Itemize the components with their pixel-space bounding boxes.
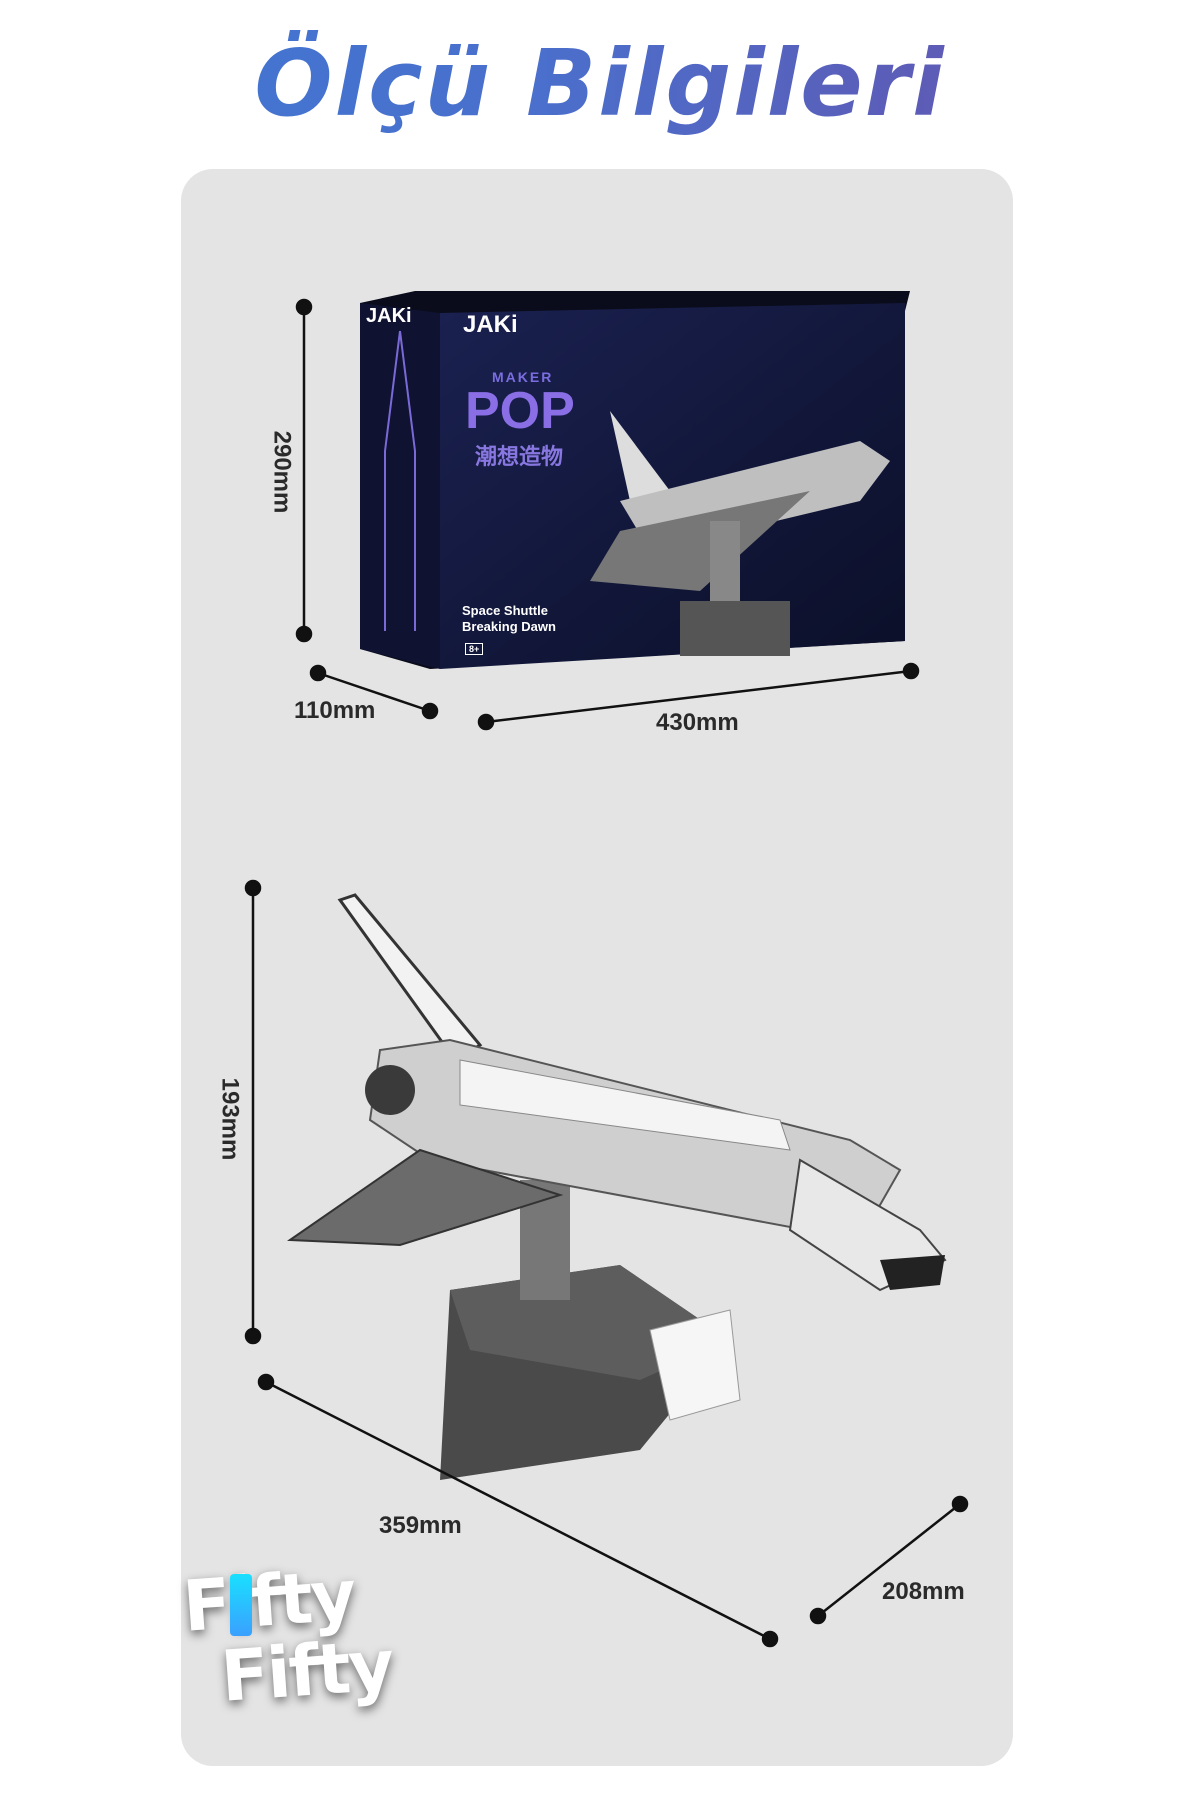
box-brand: JAKi: [463, 311, 518, 338]
product-box-image: JAKi JAKi MAKER POP 潮想造物 Space Shuttle B…: [360, 291, 910, 669]
box-product-name-2: Breaking Dawn: [462, 619, 556, 634]
page-title: Ölçü Bilgileri: [0, 30, 1200, 137]
logo-line-2: Fifty: [218, 1624, 396, 1718]
model-height-label: 193mm: [216, 1077, 244, 1161]
box-series-big: POP: [465, 382, 575, 440]
box-side-brand: JAKi: [366, 305, 412, 327]
box-age: 8+: [465, 643, 484, 655]
fifty-fifty-logo: Fifty Fifty: [180, 1554, 403, 1730]
box-product-name-1: Space Shuttle: [462, 603, 548, 618]
box-chinese-title: 潮想造物: [475, 444, 564, 469]
box-series-small: MAKER: [492, 369, 554, 385]
logo-accent-bar: [230, 1574, 252, 1636]
box-height-label: 290mm: [268, 430, 296, 514]
model-length-label: 359mm: [379, 1512, 462, 1539]
box-depth-label: 110mm: [294, 697, 376, 724]
model-width-label: 208mm: [882, 1578, 965, 1605]
box-width-label: 430mm: [656, 709, 739, 736]
